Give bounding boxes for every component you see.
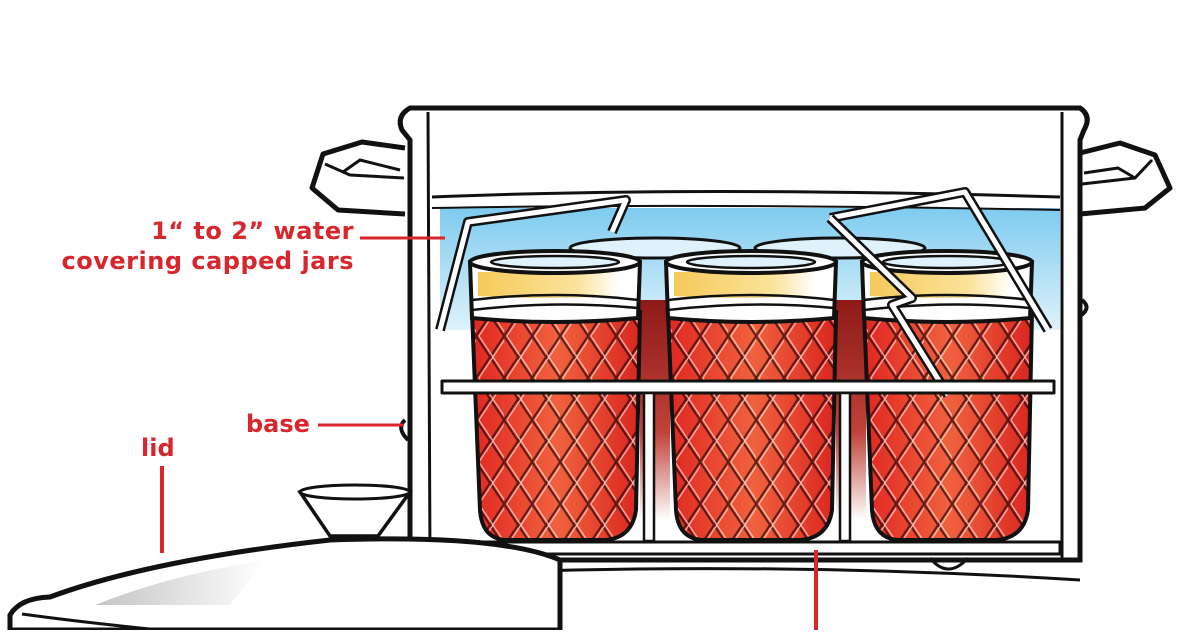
pot-handle-right xyxy=(1079,140,1173,217)
lid-label: lid xyxy=(141,434,175,462)
water-level-label: 1“ to 2” water covering capped jars xyxy=(62,216,354,276)
jar-1 xyxy=(467,249,643,542)
pot-handle-left xyxy=(309,139,406,217)
jar-rack xyxy=(435,187,1056,543)
base-label: base xyxy=(246,410,310,438)
jar-2 xyxy=(663,249,839,542)
water-label-line-2: covering capped jars xyxy=(61,247,354,275)
jar-3 xyxy=(859,249,1035,542)
lid xyxy=(7,483,563,633)
water-label-line-1: 1“ to 2” water xyxy=(151,217,354,245)
